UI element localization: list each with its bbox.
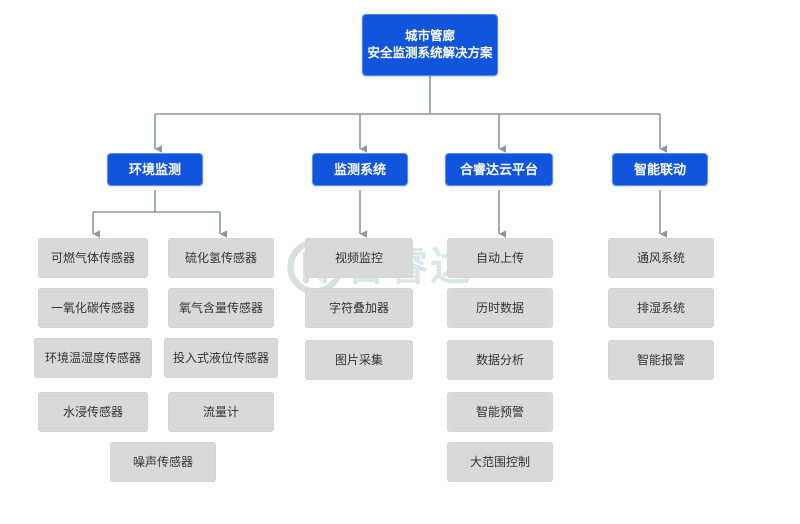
leaf-node[interactable]: 投入式液位传感器	[164, 338, 278, 378]
leaf-node[interactable]: 智能报警	[608, 340, 714, 380]
leaf-node[interactable]: 图片采集	[305, 340, 413, 380]
leaf-node[interactable]: 视频监控	[305, 238, 413, 278]
root-node-title-line1: 城市管廊	[404, 29, 455, 44]
leaf-node[interactable]: 智能预警	[447, 392, 553, 432]
leaf-node[interactable]: 大范围控制	[447, 442, 553, 482]
root-node[interactable]: 城市管廊 安全监测系统解决方案	[362, 14, 498, 76]
leaf-node[interactable]: 硫化氢传感器	[168, 238, 274, 278]
leaf-node[interactable]: 数据分析	[447, 340, 553, 380]
leaf-node[interactable]: 噪声传感器	[110, 442, 216, 482]
leaf-node[interactable]: 排湿系统	[608, 288, 714, 328]
root-node-title-line2: 安全监测系统解决方案	[367, 46, 493, 60]
branch-node-smart-linkage[interactable]: 智能联动	[612, 153, 708, 186]
leaf-node[interactable]: 氧气含量传感器	[168, 288, 274, 328]
leaf-node[interactable]: 历时数据	[447, 288, 553, 328]
leaf-node[interactable]: 流量计	[168, 392, 274, 432]
leaf-node[interactable]: 自动上传	[447, 238, 553, 278]
leaf-node[interactable]: 环境温湿度传感器	[34, 338, 152, 378]
leaf-node[interactable]: 一氧化碳传感器	[38, 288, 148, 328]
leaf-node[interactable]: 水浸传感器	[38, 392, 148, 432]
branch-node-monitoring-system[interactable]: 监测系统	[312, 153, 408, 186]
leaf-node[interactable]: 可燃气体传感器	[38, 238, 148, 278]
branch-node-environment-monitoring[interactable]: 环境监测	[107, 153, 203, 186]
branch-node-cloud-platform[interactable]: 合睿达云平台	[445, 153, 553, 186]
leaf-node[interactable]: 字符叠加器	[305, 288, 413, 328]
leaf-node[interactable]: 通风系统	[608, 238, 714, 278]
